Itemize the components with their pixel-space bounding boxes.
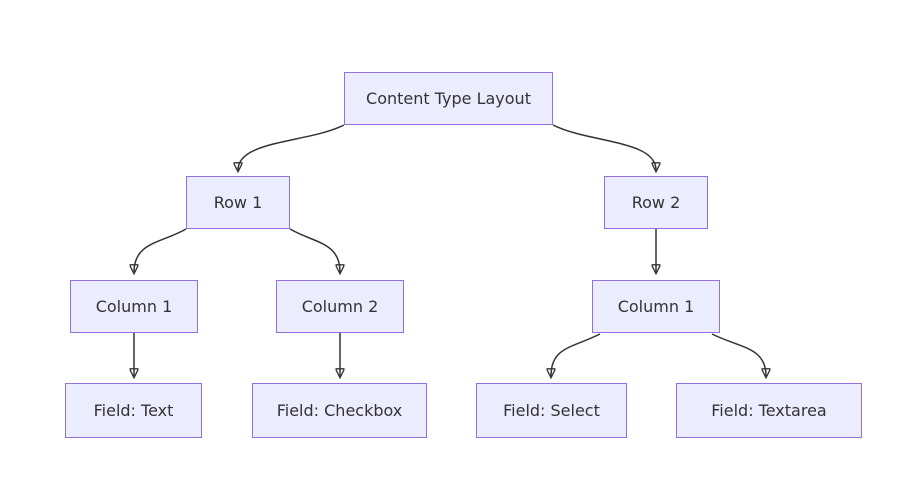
node-field-text: Field: Text bbox=[65, 383, 202, 438]
node-label: Content Type Layout bbox=[366, 89, 531, 108]
node-label: Field: Select bbox=[503, 401, 600, 420]
node-label: Row 1 bbox=[213, 193, 263, 212]
node-field-checkbox: Field: Checkbox bbox=[252, 383, 427, 438]
node-label: Column 2 bbox=[301, 297, 379, 316]
node-label: Field: Checkbox bbox=[276, 401, 403, 420]
edge-row1-col2 bbox=[289, 228, 340, 272]
node-label: Field: Text bbox=[93, 401, 174, 420]
node-field-select: Field: Select bbox=[476, 383, 627, 438]
node-column-2-row-1: Column 2 bbox=[276, 280, 404, 333]
edge-col1b-fieldselect bbox=[551, 333, 601, 376]
node-field-textarea: Field: Textarea bbox=[676, 383, 862, 438]
node-label: Column 1 bbox=[95, 297, 173, 316]
node-column-1-row-1: Column 1 bbox=[70, 280, 198, 333]
node-label: Column 1 bbox=[617, 297, 695, 316]
node-label: Field: Textarea bbox=[711, 401, 827, 420]
node-label: Row 2 bbox=[631, 193, 681, 212]
node-column-1-row-2: Column 1 bbox=[592, 280, 720, 333]
edge-row1-col1 bbox=[134, 228, 187, 272]
node-content-type-layout: Content Type Layout bbox=[344, 72, 553, 125]
edge-layout-row1 bbox=[238, 124, 345, 170]
edge-col1b-fieldtextarea bbox=[711, 333, 766, 376]
node-row-2: Row 2 bbox=[604, 176, 708, 229]
node-row-1: Row 1 bbox=[186, 176, 290, 229]
edge-layout-row2 bbox=[552, 124, 656, 170]
